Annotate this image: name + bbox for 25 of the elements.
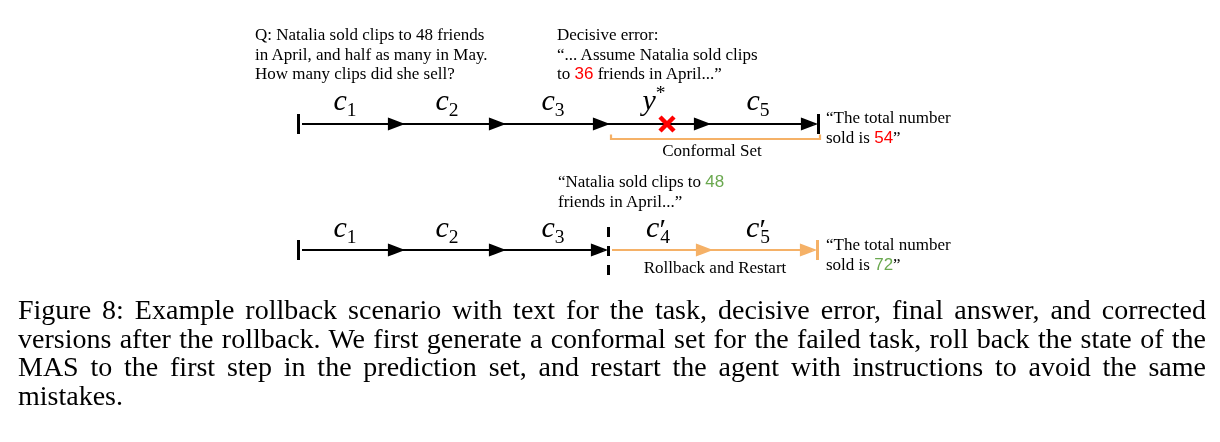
end-tick — [817, 114, 820, 134]
step-label: c$_{1}$ — [333, 86, 357, 114]
question-text: Q: Natalia sold clips to 48 friends in April, and half as many in May. How many clips did she sell? — [255, 25, 489, 84]
start-tick — [297, 114, 300, 134]
edge-label: Rollback and Restart — [643, 258, 787, 278]
answer-text: “The total number sold is 72” — [826, 235, 952, 274]
step-label: c$_{3}$ — [541, 213, 565, 241]
set-label: Conformal Set — [662, 141, 762, 161]
step-label: y$^{*}$ — [642, 86, 666, 114]
step-label: c$_{1}$ — [333, 213, 357, 241]
figure-caption: Figure 8: Example rollback scenario with text for the task, decisive error, final answer, and corrected versions after the rollback. We first generate a conformal set for the failed task, roll back the state of the MAS to the first step in the prediction set, and restart the agent with instructions to avoid the same mistakes. — [18, 296, 1206, 411]
start-tick — [297, 240, 300, 260]
arrow — [300, 243, 609, 257]
step-label: c$_{2}$ — [435, 213, 459, 241]
rollback-tick — [607, 227, 610, 275]
error-quote: “... Assume Natalia sold clips to 36 friends in April...” — [557, 44, 759, 84]
step-label: c$_{3}$ — [541, 86, 565, 114]
error-heading: Decisive error: — [557, 25, 660, 45]
quote-text: “Natalia sold clips to 48 friends in April...” — [558, 172, 726, 211]
arrow — [300, 117, 819, 131]
end-tick — [816, 240, 819, 260]
arrow — [610, 243, 818, 257]
answer-text: “The total number sold is 54” — [826, 108, 952, 147]
step-label: c$_{2}$ — [435, 86, 459, 114]
step-label: c$_{5}$ — [746, 86, 770, 114]
